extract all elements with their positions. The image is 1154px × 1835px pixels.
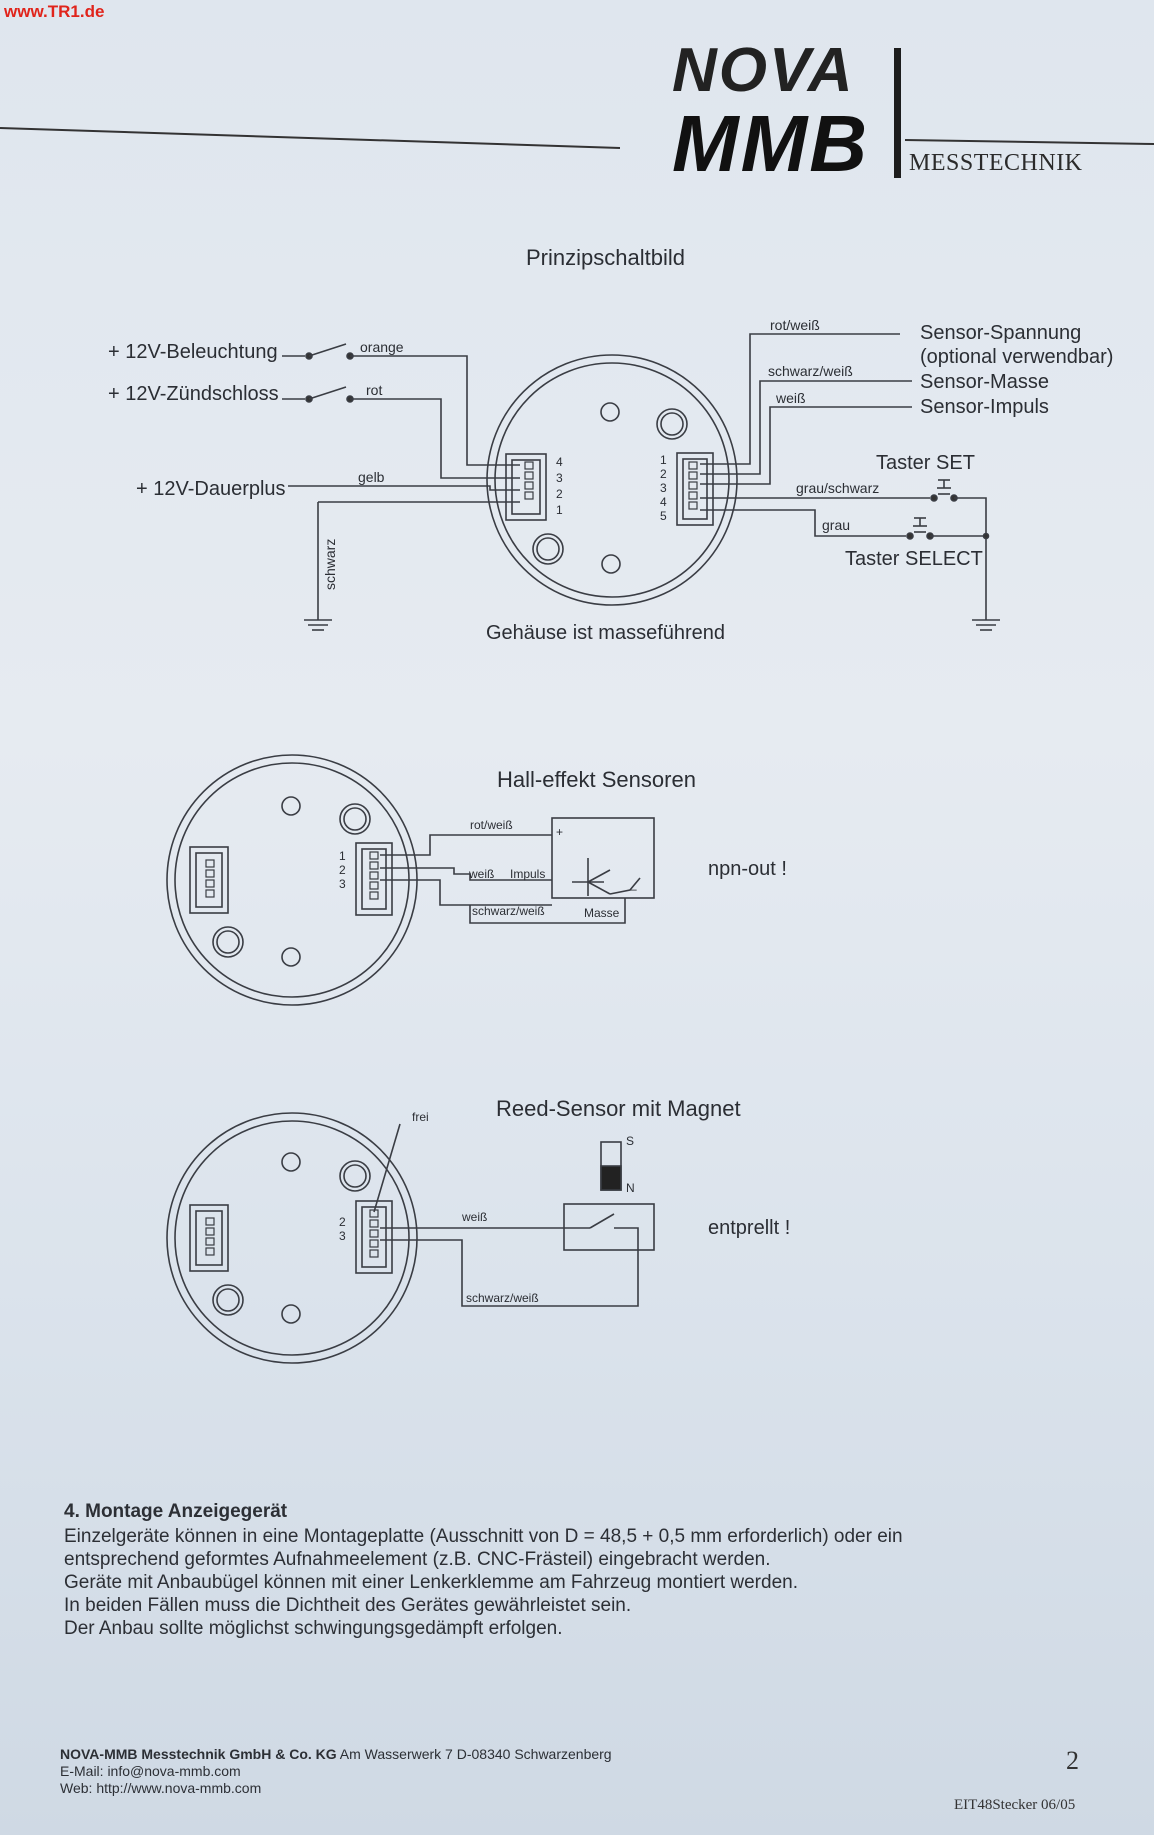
- switch-set-label: Taster SET: [876, 452, 975, 474]
- d3-wire-weiss: weiß: [461, 1210, 487, 1224]
- left-pin-2: 2: [556, 487, 563, 501]
- wire-gelb: gelb: [358, 469, 385, 485]
- section-line-5: Der Anbau sollte möglichst schwingungsge…: [64, 1618, 563, 1639]
- section-line-2: entsprechend geformtes Aufnahmeelement (…: [64, 1549, 771, 1570]
- diagram-2-labels: Hall-effekt Sensoren 1 2 3 rot/weiß weiß…: [339, 767, 787, 920]
- d2-plus-sign: +: [556, 825, 563, 839]
- logo-divider: [894, 48, 901, 178]
- right-pin-2: 2: [660, 467, 667, 481]
- d3-pin-2: 2: [339, 1215, 346, 1229]
- left-pin-1: 1: [556, 503, 563, 517]
- right-pin-5: 5: [660, 509, 667, 523]
- diagram-1-labels: Prinzipschaltbild + 12V-Beleuchtung + 12…: [108, 245, 1113, 644]
- gauge-housing-2: [166, 754, 418, 1006]
- d3-frei: frei: [412, 1110, 429, 1124]
- page-number: 2: [1066, 1746, 1079, 1775]
- d2-pin-1: 1: [339, 849, 346, 863]
- section-montage: 4. Montage Anzeigegerät Einzelgeräte kön…: [64, 1500, 1064, 1640]
- left-pin-3: 3: [556, 471, 563, 485]
- connector-left-2: [189, 846, 229, 914]
- d3-note: entprellt !: [708, 1217, 790, 1239]
- diagram-1: [282, 333, 1000, 631]
- diagram-1-title: Prinzipschaltbild: [526, 245, 685, 270]
- connector-right-1: [676, 452, 714, 526]
- header-rule-right: [904, 139, 1154, 145]
- connector-right-3: [355, 1200, 393, 1274]
- sensor-optional-label: (optional verwendbar): [920, 346, 1113, 368]
- d2-wire-rot-weiss: rot/weiß: [470, 818, 513, 832]
- connector-right-2: [355, 842, 393, 916]
- input-dauerplus: + 12V-Dauerplus: [136, 478, 286, 500]
- gauge-housing-1: [486, 354, 738, 606]
- hall-sensor-box: [551, 817, 655, 899]
- right-pin-4: 4: [660, 495, 667, 509]
- gauge-housing-3: [166, 1112, 418, 1364]
- wire-grau: grau: [822, 517, 850, 533]
- wire-rot: rot: [366, 382, 382, 398]
- wire-rot-weiss: rot/weiß: [770, 317, 820, 333]
- input-beleuchtung: + 12V-Beleuchtung: [108, 341, 278, 363]
- d3-pin-3: 3: [339, 1229, 346, 1243]
- d3-wire-schwarz-weiss: schwarz/weiß: [466, 1291, 539, 1305]
- section-line-3: Geräte mit Anbaubügel können mit einer L…: [64, 1572, 798, 1593]
- logo-nova: NOVA: [672, 36, 855, 105]
- d2-note: npn-out !: [708, 858, 787, 880]
- right-pin-3: 3: [660, 481, 667, 495]
- right-pin-1: 1: [660, 453, 667, 467]
- connector-left-3: [189, 1204, 229, 1272]
- sensor-masse-label: Sensor-Masse: [920, 371, 1049, 393]
- sensor-spannung-label: Sensor-Spannung: [920, 322, 1081, 344]
- wire-grau-schwarz: grau/schwarz: [796, 480, 879, 496]
- d2-masse: Masse: [584, 906, 620, 920]
- d2-wire-schwarz-weiss: schwarz/weiß: [472, 904, 545, 918]
- section-heading: 4. Montage Anzeigegerät: [64, 1501, 288, 1522]
- footer: NOVA-MMB Messtechnik GmbH & Co. KG Am Wa…: [60, 1746, 612, 1797]
- reed-switch-box: [563, 1203, 655, 1251]
- footer-company: NOVA-MMB Messtechnik GmbH & Co. KG: [60, 1746, 337, 1762]
- d2-impuls: Impuls: [510, 867, 545, 881]
- d2-pin-2: 2: [339, 863, 346, 877]
- footer-email: E-Mail: info@nova-mmb.com: [60, 1763, 241, 1779]
- switch-select-label: Taster SELECT: [845, 548, 983, 570]
- logo-subtitle: MESSTECHNIK: [909, 150, 1083, 176]
- footer-web: Web: http://www.nova-mmb.com: [60, 1780, 262, 1796]
- d3-pole-n: N: [626, 1181, 635, 1195]
- footer-address: Am Wasserwerk 7 D-08340 Schwarzenberg: [339, 1746, 612, 1762]
- diagram-3-title: Reed-Sensor mit Magnet: [496, 1096, 741, 1121]
- d2-minus-sign: –: [630, 882, 637, 896]
- diagram-2-title: Hall-effekt Sensoren: [497, 767, 696, 792]
- section-line-1: Einzelgeräte können in eine Montageplatt…: [64, 1526, 903, 1547]
- logo-mmb: MMB: [672, 99, 870, 188]
- doc-code: EIT48Stecker 06/05: [954, 1797, 1076, 1813]
- diagram-3: [166, 1112, 655, 1364]
- diagram-3-labels: Reed-Sensor mit Magnet frei 2 3 weiß sch…: [339, 1096, 790, 1305]
- wire-weiss: weiß: [775, 390, 806, 406]
- diagram-1-caption: Gehäuse ist masseführend: [486, 622, 725, 644]
- header-rule-left: [0, 127, 621, 149]
- left-pin-4: 4: [556, 455, 563, 469]
- watermark: www.TR1.de: [4, 2, 105, 21]
- wire-schwarz: schwarz: [322, 539, 338, 590]
- section-line-4: In beiden Fällen muss die Dichtheit des …: [64, 1595, 632, 1616]
- connector-left-1: [505, 453, 547, 521]
- input-zuendschloss: + 12V-Zündschloss: [108, 383, 279, 405]
- wire-orange: orange: [360, 339, 404, 355]
- diagram-2: [166, 754, 655, 1006]
- wire-schwarz-weiss: schwarz/weiß: [768, 363, 853, 379]
- sensor-impuls-label: Sensor-Impuls: [920, 396, 1049, 418]
- d2-pin-3: 3: [339, 877, 346, 891]
- d2-wire-weiss: weiß: [468, 867, 494, 881]
- d3-pole-s: S: [626, 1134, 634, 1148]
